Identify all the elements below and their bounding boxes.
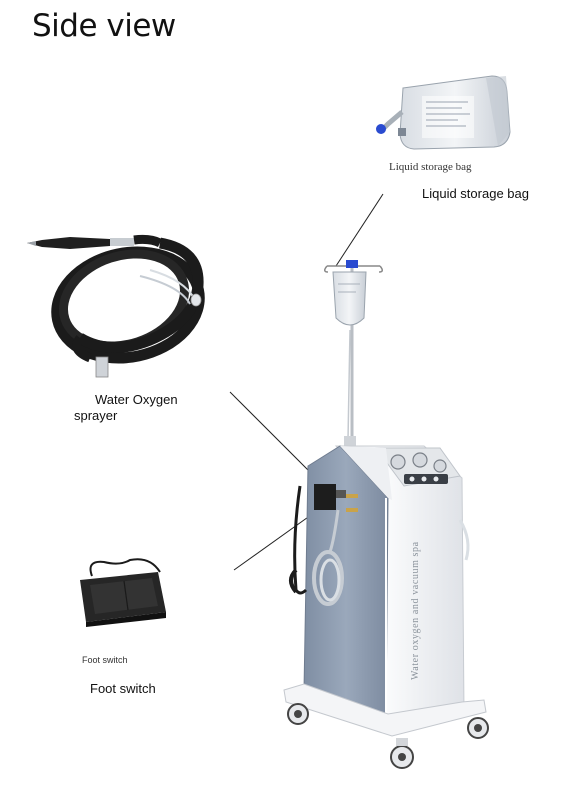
page-title: Side view <box>32 8 176 44</box>
caster-wheel <box>467 717 489 739</box>
foot-pedal-icon <box>80 558 166 627</box>
foot-switch-label: Foot switch <box>90 681 156 696</box>
caster-wheel <box>390 738 414 769</box>
machine-vertical-text: Water oxygen and vacuum spa <box>410 541 421 680</box>
bag-label: Liquid storage bag <box>422 186 529 201</box>
sprayer-label-line2: sprayer <box>74 408 118 423</box>
spa-machine-icon: Water oxygen and vacuum spa <box>283 260 489 769</box>
iv-bag-icon <box>376 75 511 150</box>
sprayer-label-line1: Water Oxygen <box>95 392 178 407</box>
bag-caption: Liquid storage bag <box>389 161 472 173</box>
caster-wheel <box>287 703 309 725</box>
sprayer-hose-icon <box>27 234 205 378</box>
foot-switch-caption: Foot switch <box>82 655 128 665</box>
